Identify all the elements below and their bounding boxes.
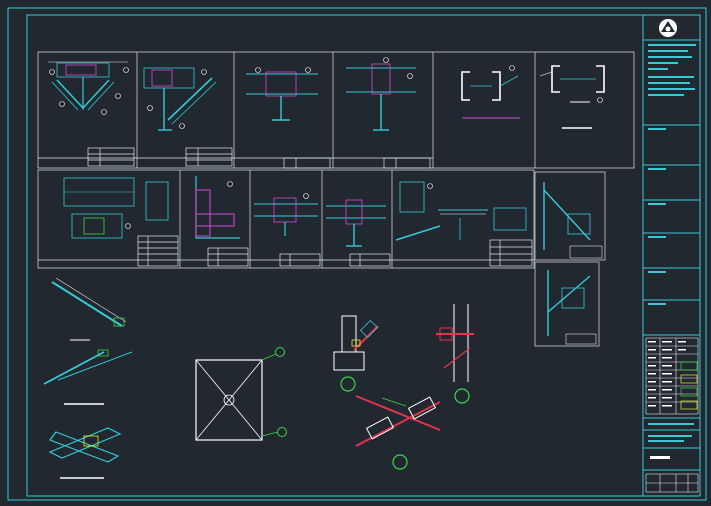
detail-row-2 — [37, 169, 535, 269]
title-block — [642, 14, 701, 497]
detail-end-plate — [63, 177, 169, 239]
revision-stamps — [680, 361, 698, 410]
detail-knee-brace-1 — [48, 61, 129, 115]
detail-purlin-lap — [539, 65, 605, 129]
detail-column-splice — [346, 57, 416, 131]
detail-purlin-section — [461, 65, 520, 119]
detail-column-base-brace — [333, 315, 379, 392]
detail-beam-splice — [254, 193, 318, 236]
detail-diagonal-brace — [143, 67, 217, 131]
outer-frame — [7, 7, 707, 501]
detail-crossed-beams — [48, 427, 122, 479]
detail-cross-brace-joint — [355, 395, 441, 470]
detail-brace-isometric-2 — [43, 349, 133, 405]
detail-row-1 — [37, 51, 635, 169]
detail-truss-joint — [395, 181, 527, 241]
detail-corner-bracket — [195, 176, 240, 239]
detail-column-cap — [326, 199, 386, 247]
inner-frame — [26, 14, 701, 497]
company-logo — [659, 19, 677, 37]
bracing-elevation — [195, 347, 287, 441]
detail-beam-column-joint — [246, 67, 318, 121]
detail-column-beam-brace — [436, 304, 474, 404]
detail-brace-isometric-1 — [51, 277, 127, 341]
detail-right-column — [534, 171, 606, 347]
